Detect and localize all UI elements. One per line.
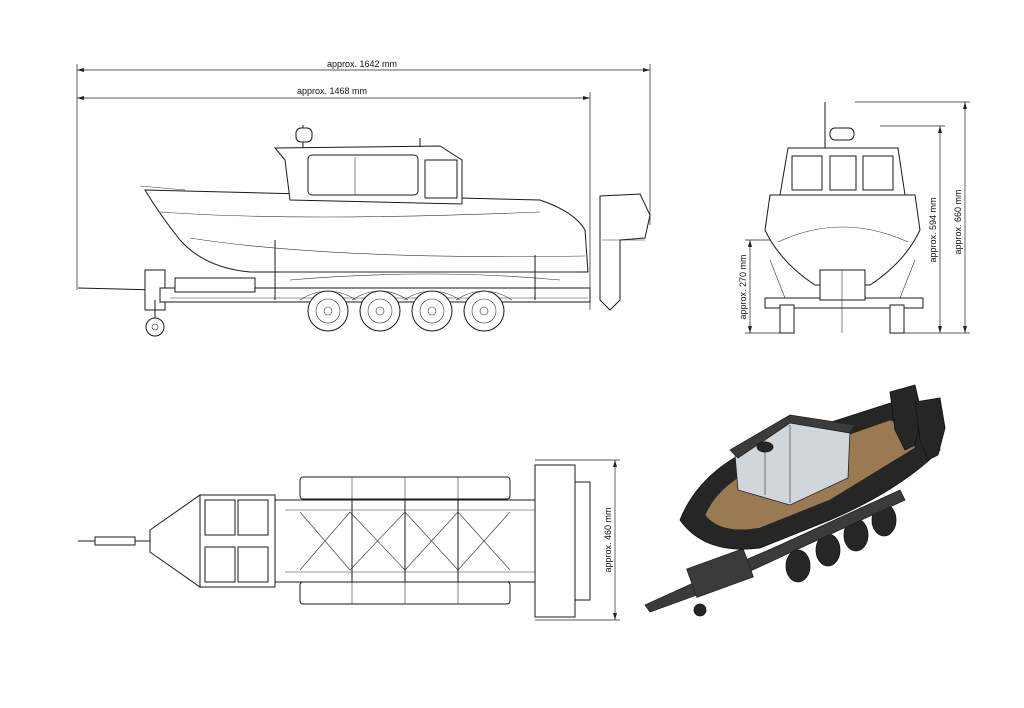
dimension-cabin-height: approx. 594 mm [880,125,945,333]
cabin-height-label: approx. 594 mm [928,197,938,262]
boat-length-label: approx. 1468 mm [297,86,367,96]
trailer-wheels-side [299,290,513,332]
dimension-boat-length: approx. 1468 mm [77,86,591,310]
trailer-width-label: approx. 460 mm [603,507,613,572]
hull-front [764,194,921,286]
top-view: approx. 460 mm [78,459,620,621]
trailer-frame-top [274,499,576,583]
dimension-trailer-width: approx. 460 mm [535,459,620,621]
overall-length-label: approx. 1642 mm [327,59,397,69]
outboard-motor-side [599,193,651,311]
isometric-view [644,384,946,617]
hull-height-label: approx. 270 mm [738,254,748,319]
dimension-total-height: approx. 660 mm [855,101,970,334]
outboard-motors-isometric [889,384,923,451]
total-height-label: approx. 660 mm [953,189,963,254]
dimension-overall-length: approx. 1642 mm [76,59,651,290]
side-view: approx. 1642 mm approx. 1468 mm [76,59,651,337]
front-view: approx. 660 mm approx. 594 mm approx. 27… [738,101,970,334]
hull-side [144,189,589,273]
